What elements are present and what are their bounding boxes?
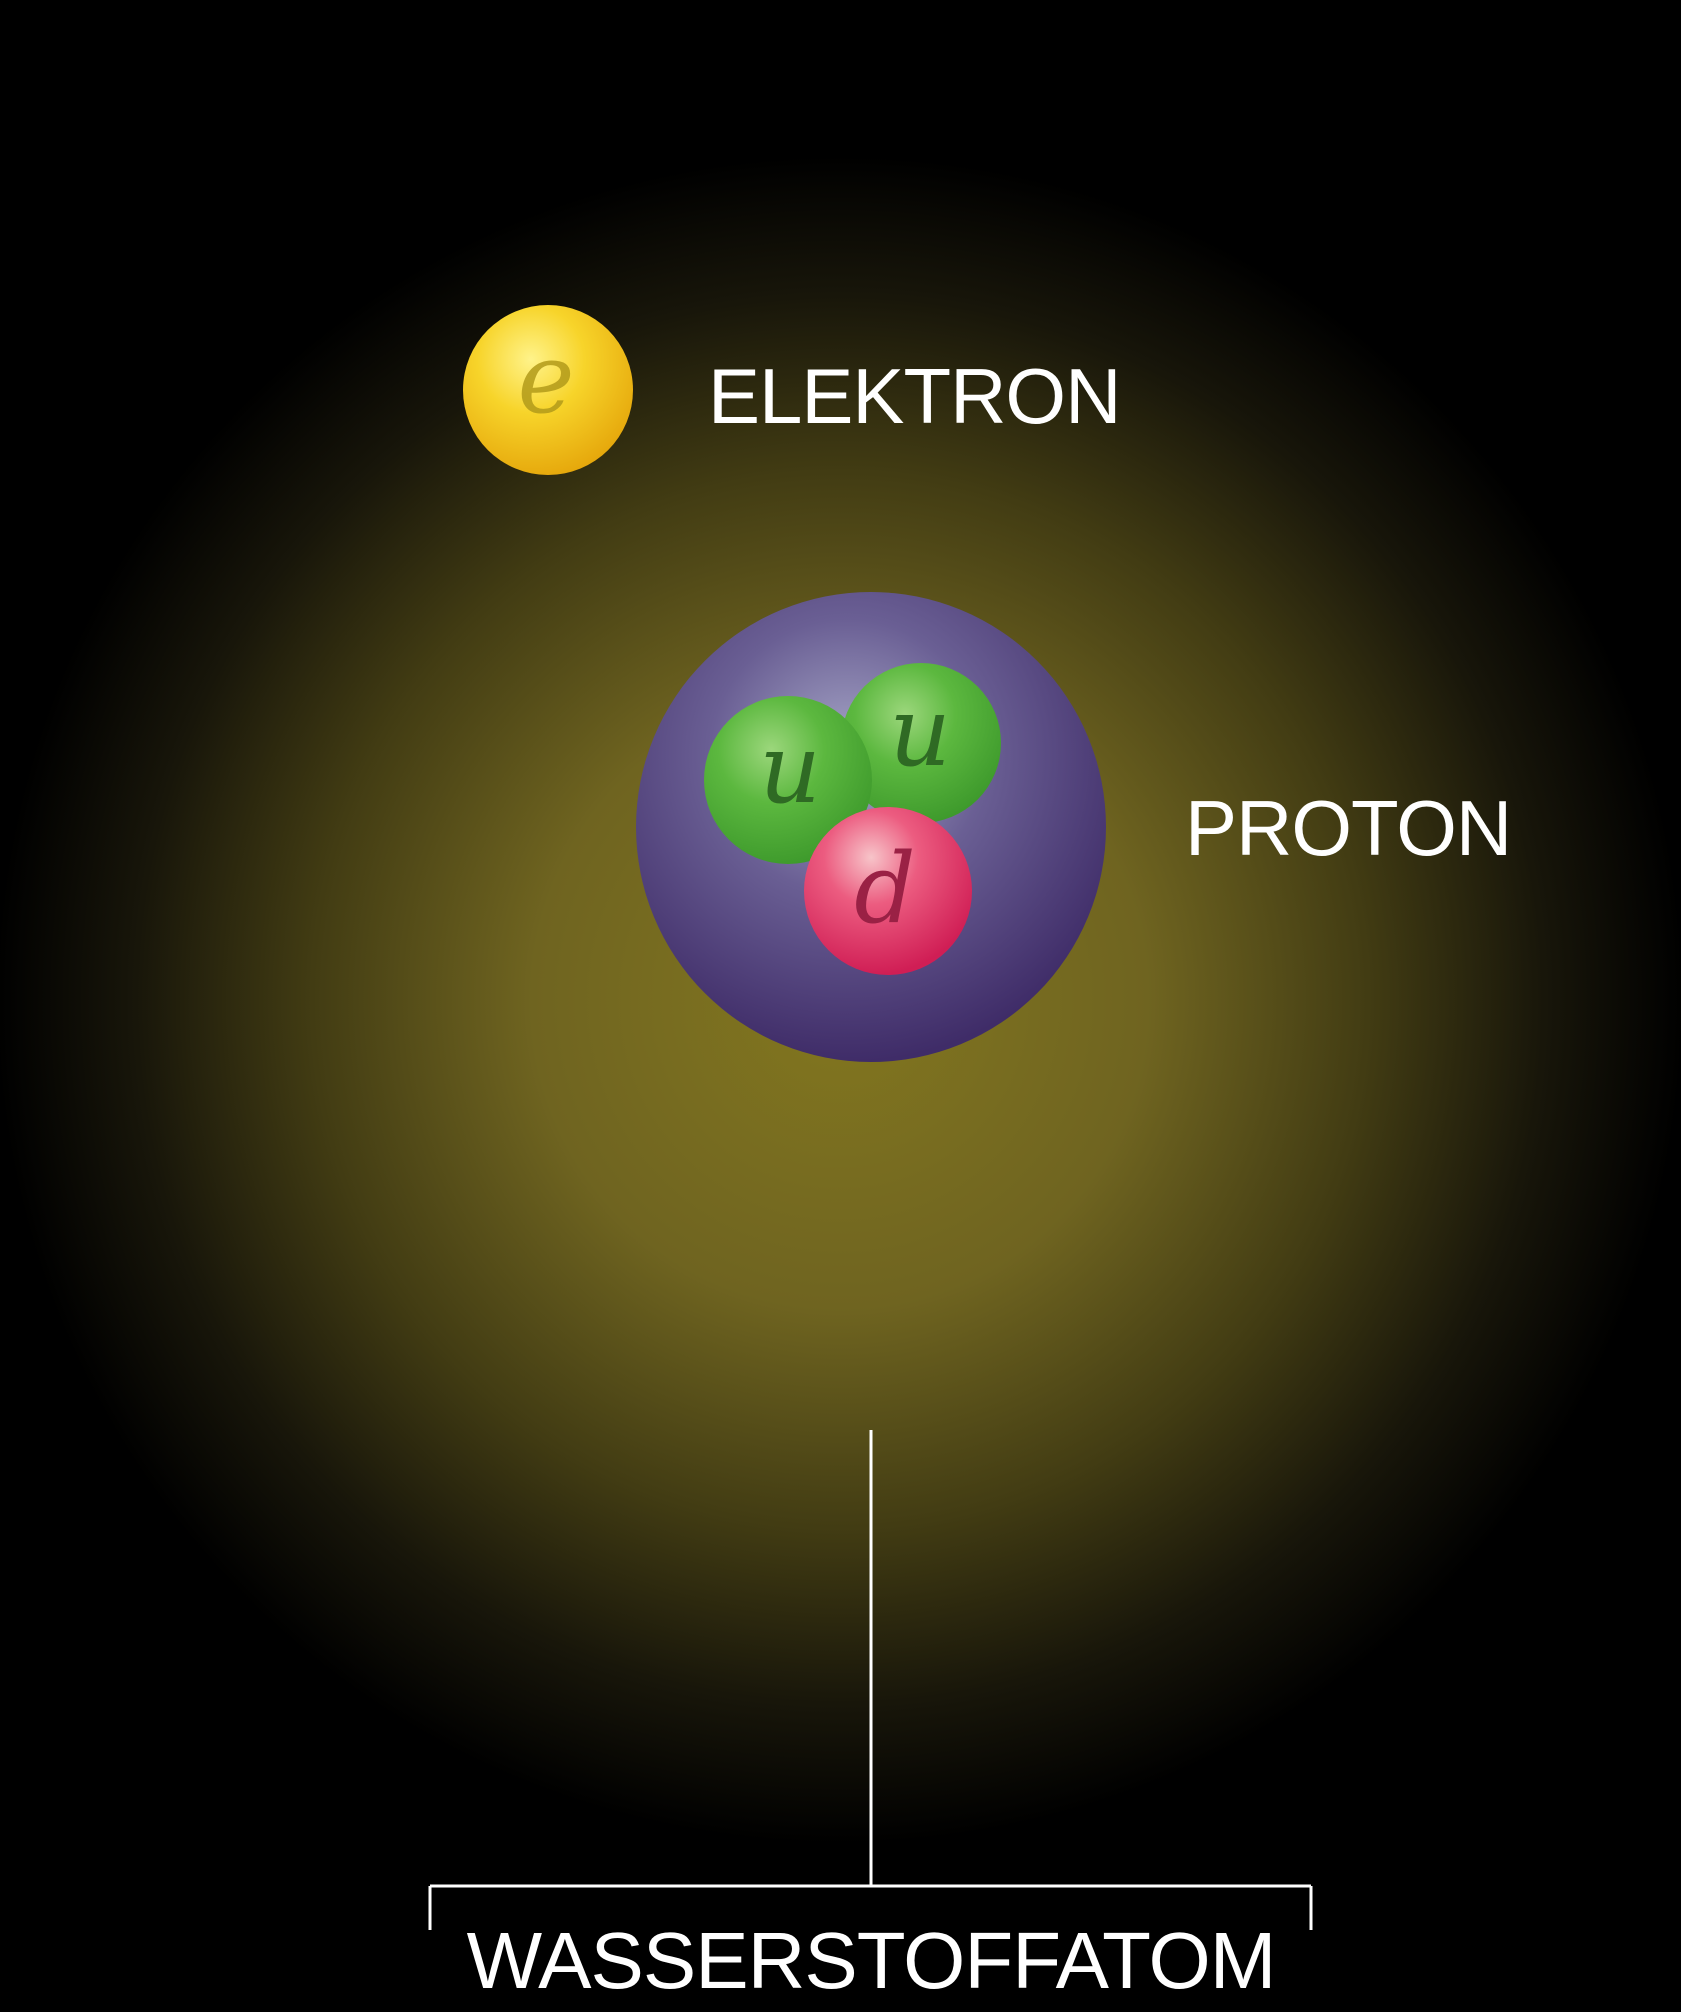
electron-symbol: e (518, 323, 575, 435)
quark-up-1-symbol: u (889, 676, 951, 788)
diagram-title: WASSERSTOFFATOM (467, 1916, 1276, 2005)
quark-up-2-symbol: u (759, 713, 821, 825)
quark-up-2-sphere (704, 696, 872, 864)
quark-up-1: u (841, 663, 1001, 823)
electron-label: ELEKTRON (708, 352, 1120, 440)
quark-down-symbol: d (854, 833, 915, 945)
electron: e (463, 305, 633, 475)
quark-up-1-sphere (841, 663, 1001, 823)
quark-down: d (804, 807, 972, 975)
proton-label: PROTON (1185, 784, 1511, 872)
quark-up-2: u (704, 696, 872, 864)
atom-bracket (428, 1430, 1313, 1930)
electron-sphere (463, 305, 633, 475)
quark-down-sphere (804, 807, 972, 975)
proton: u u d (636, 592, 1106, 1062)
